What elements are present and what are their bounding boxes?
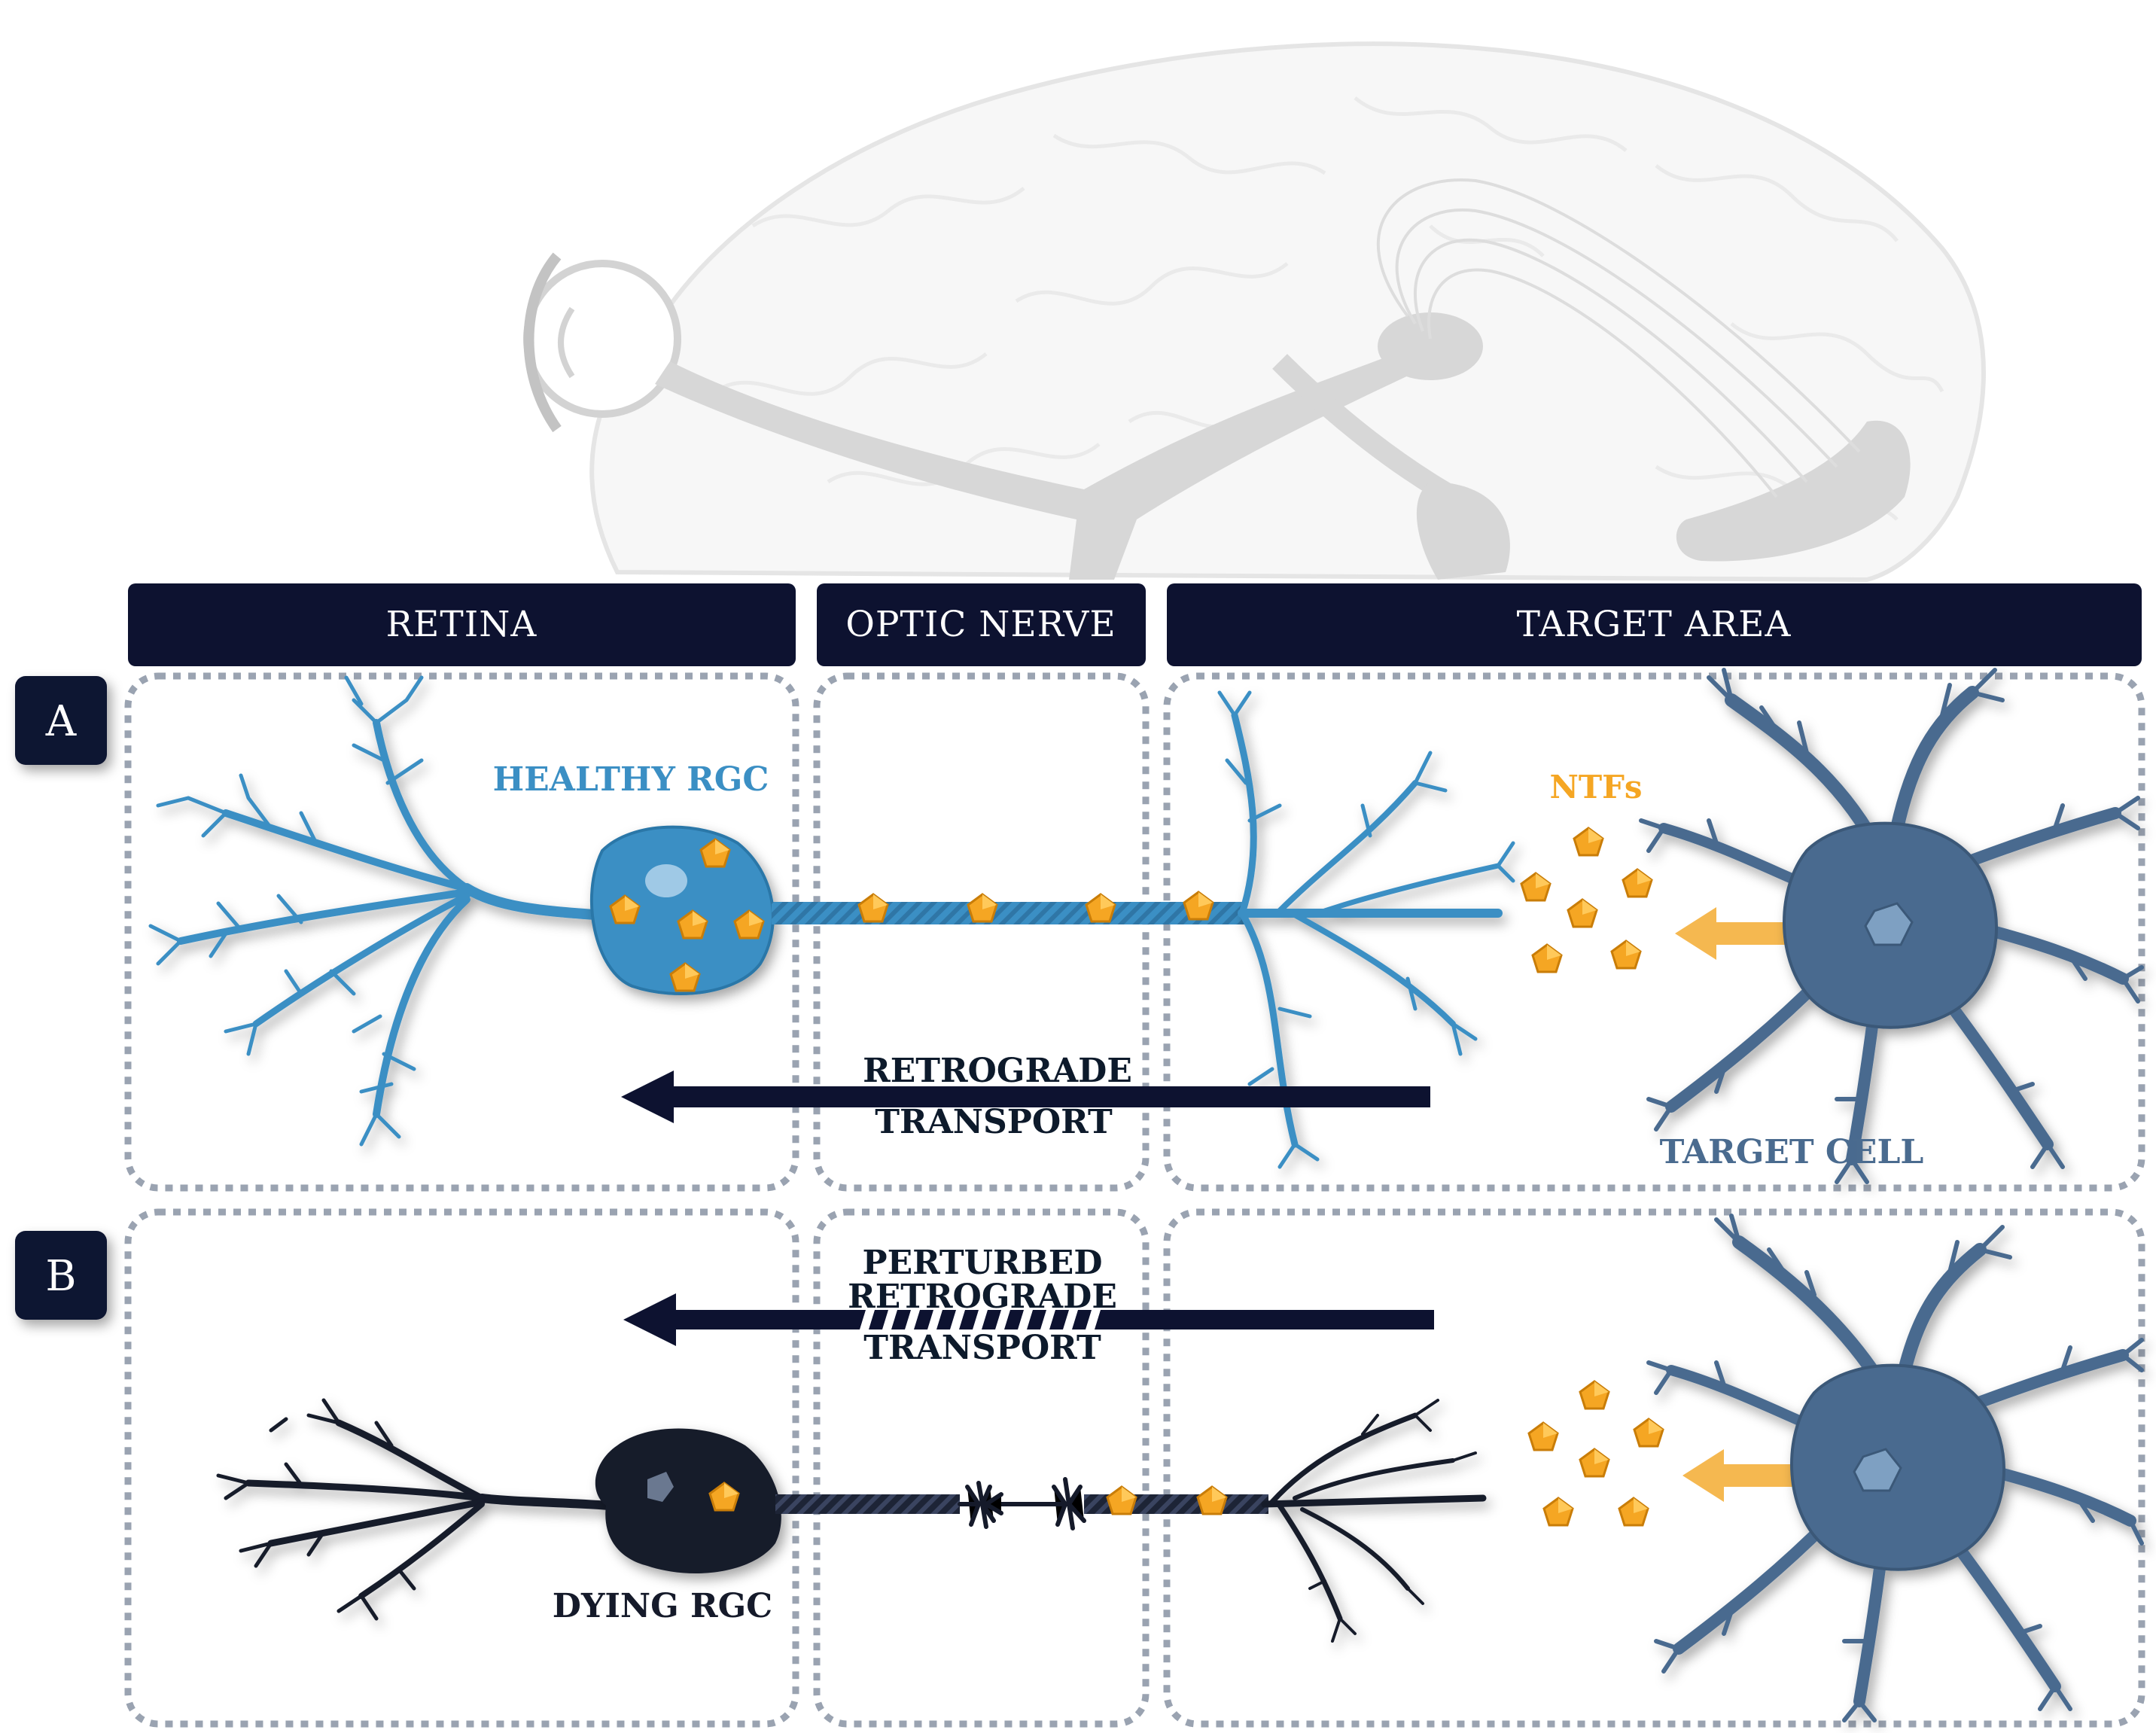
target-cell-label: TARGET CELL: [1660, 1133, 1924, 1171]
eye-icon: [523, 252, 681, 433]
axon-break-1: [958, 1481, 1003, 1529]
release-arrow-a: [1675, 907, 1795, 960]
perturbed-arrow-gaps: [860, 1310, 1101, 1329]
ntfs-free-b: [1527, 1380, 1664, 1527]
target-cell-b: [1646, 1214, 2144, 1722]
ntfs-free-a: [1520, 827, 1653, 973]
header-target-area: TARGET AREA: [1167, 583, 2142, 666]
panel-a-optic-nerve: [813, 672, 1150, 1192]
target-cell-b-nucleus: [1853, 1448, 1902, 1492]
header-optic-nerve-label: OPTIC NERVE: [845, 604, 1116, 645]
perturbed-retrograde-arrow: [623, 1293, 1434, 1346]
perturbed-label-line2: RETROGRADE: [848, 1278, 1117, 1316]
radiations: [1376, 178, 1861, 498]
brain-illustration: [523, 41, 1986, 583]
panel-a-retina: [124, 672, 799, 1192]
panel-b-target-area: [1163, 1208, 2145, 1728]
healthy-rgc-nucleus: [645, 864, 687, 897]
row-badge-a: A: [15, 676, 107, 765]
healthy-rgc-dendrites: [148, 675, 600, 1147]
healthy-axon-terminal: [1217, 690, 1515, 1169]
sc-shape: [1416, 482, 1510, 580]
header-target-area-label: TARGET AREA: [1517, 604, 1792, 645]
row-badge-b-label: B: [45, 1252, 76, 1301]
retrograde-arrow-a: [621, 1071, 1430, 1123]
row-badge-a-label: A: [45, 697, 77, 746]
ntfs-label: NTFs: [1549, 769, 1642, 806]
dying-axon-terminal: [1261, 1399, 1487, 1643]
retrograde-transport-label-line1: RETROGRADE: [863, 1052, 1132, 1090]
healthy-rgc-soma: [589, 825, 775, 995]
dying-rgc-dendrites: [216, 1398, 614, 1621]
dying-rgc-label: DYING RGC: [553, 1587, 772, 1625]
dying-rgc-soma: [595, 1428, 781, 1573]
perturbed-label-line1: PERTURBED: [863, 1244, 1103, 1282]
dying-rgc-nucleus: [647, 1472, 674, 1502]
panel-a-target-area: [1163, 672, 2145, 1192]
row-badge-b: B: [15, 1231, 107, 1320]
header-optic-nerve: OPTIC NERVE: [817, 583, 1146, 666]
healthy-rgc-label: HEALTHY RGC: [493, 760, 769, 799]
retrograde-transport-label-line2: TRANSPORT: [875, 1103, 1113, 1141]
axon-break-2: [1048, 1477, 1086, 1530]
panel-b-retina: [124, 1208, 799, 1728]
target-cell-a: [1639, 668, 2144, 1184]
header-retina-label: RETINA: [386, 604, 537, 645]
target-cell-a-nucleus: [1864, 902, 1914, 946]
dying-axon-segment-1: [775, 1494, 960, 1514]
header-retina: RETINA: [128, 583, 796, 666]
panel-borders: [124, 672, 2145, 1728]
perturbed-label-line3: TRANSPORT: [863, 1329, 1101, 1367]
healthy-axon: [772, 902, 1246, 924]
lgn-shape: [1378, 312, 1483, 380]
release-arrow-b: [1682, 1449, 1803, 1502]
panel-b-optic-nerve: [813, 1208, 1150, 1728]
visual-cortex-shape: [1676, 420, 1911, 562]
